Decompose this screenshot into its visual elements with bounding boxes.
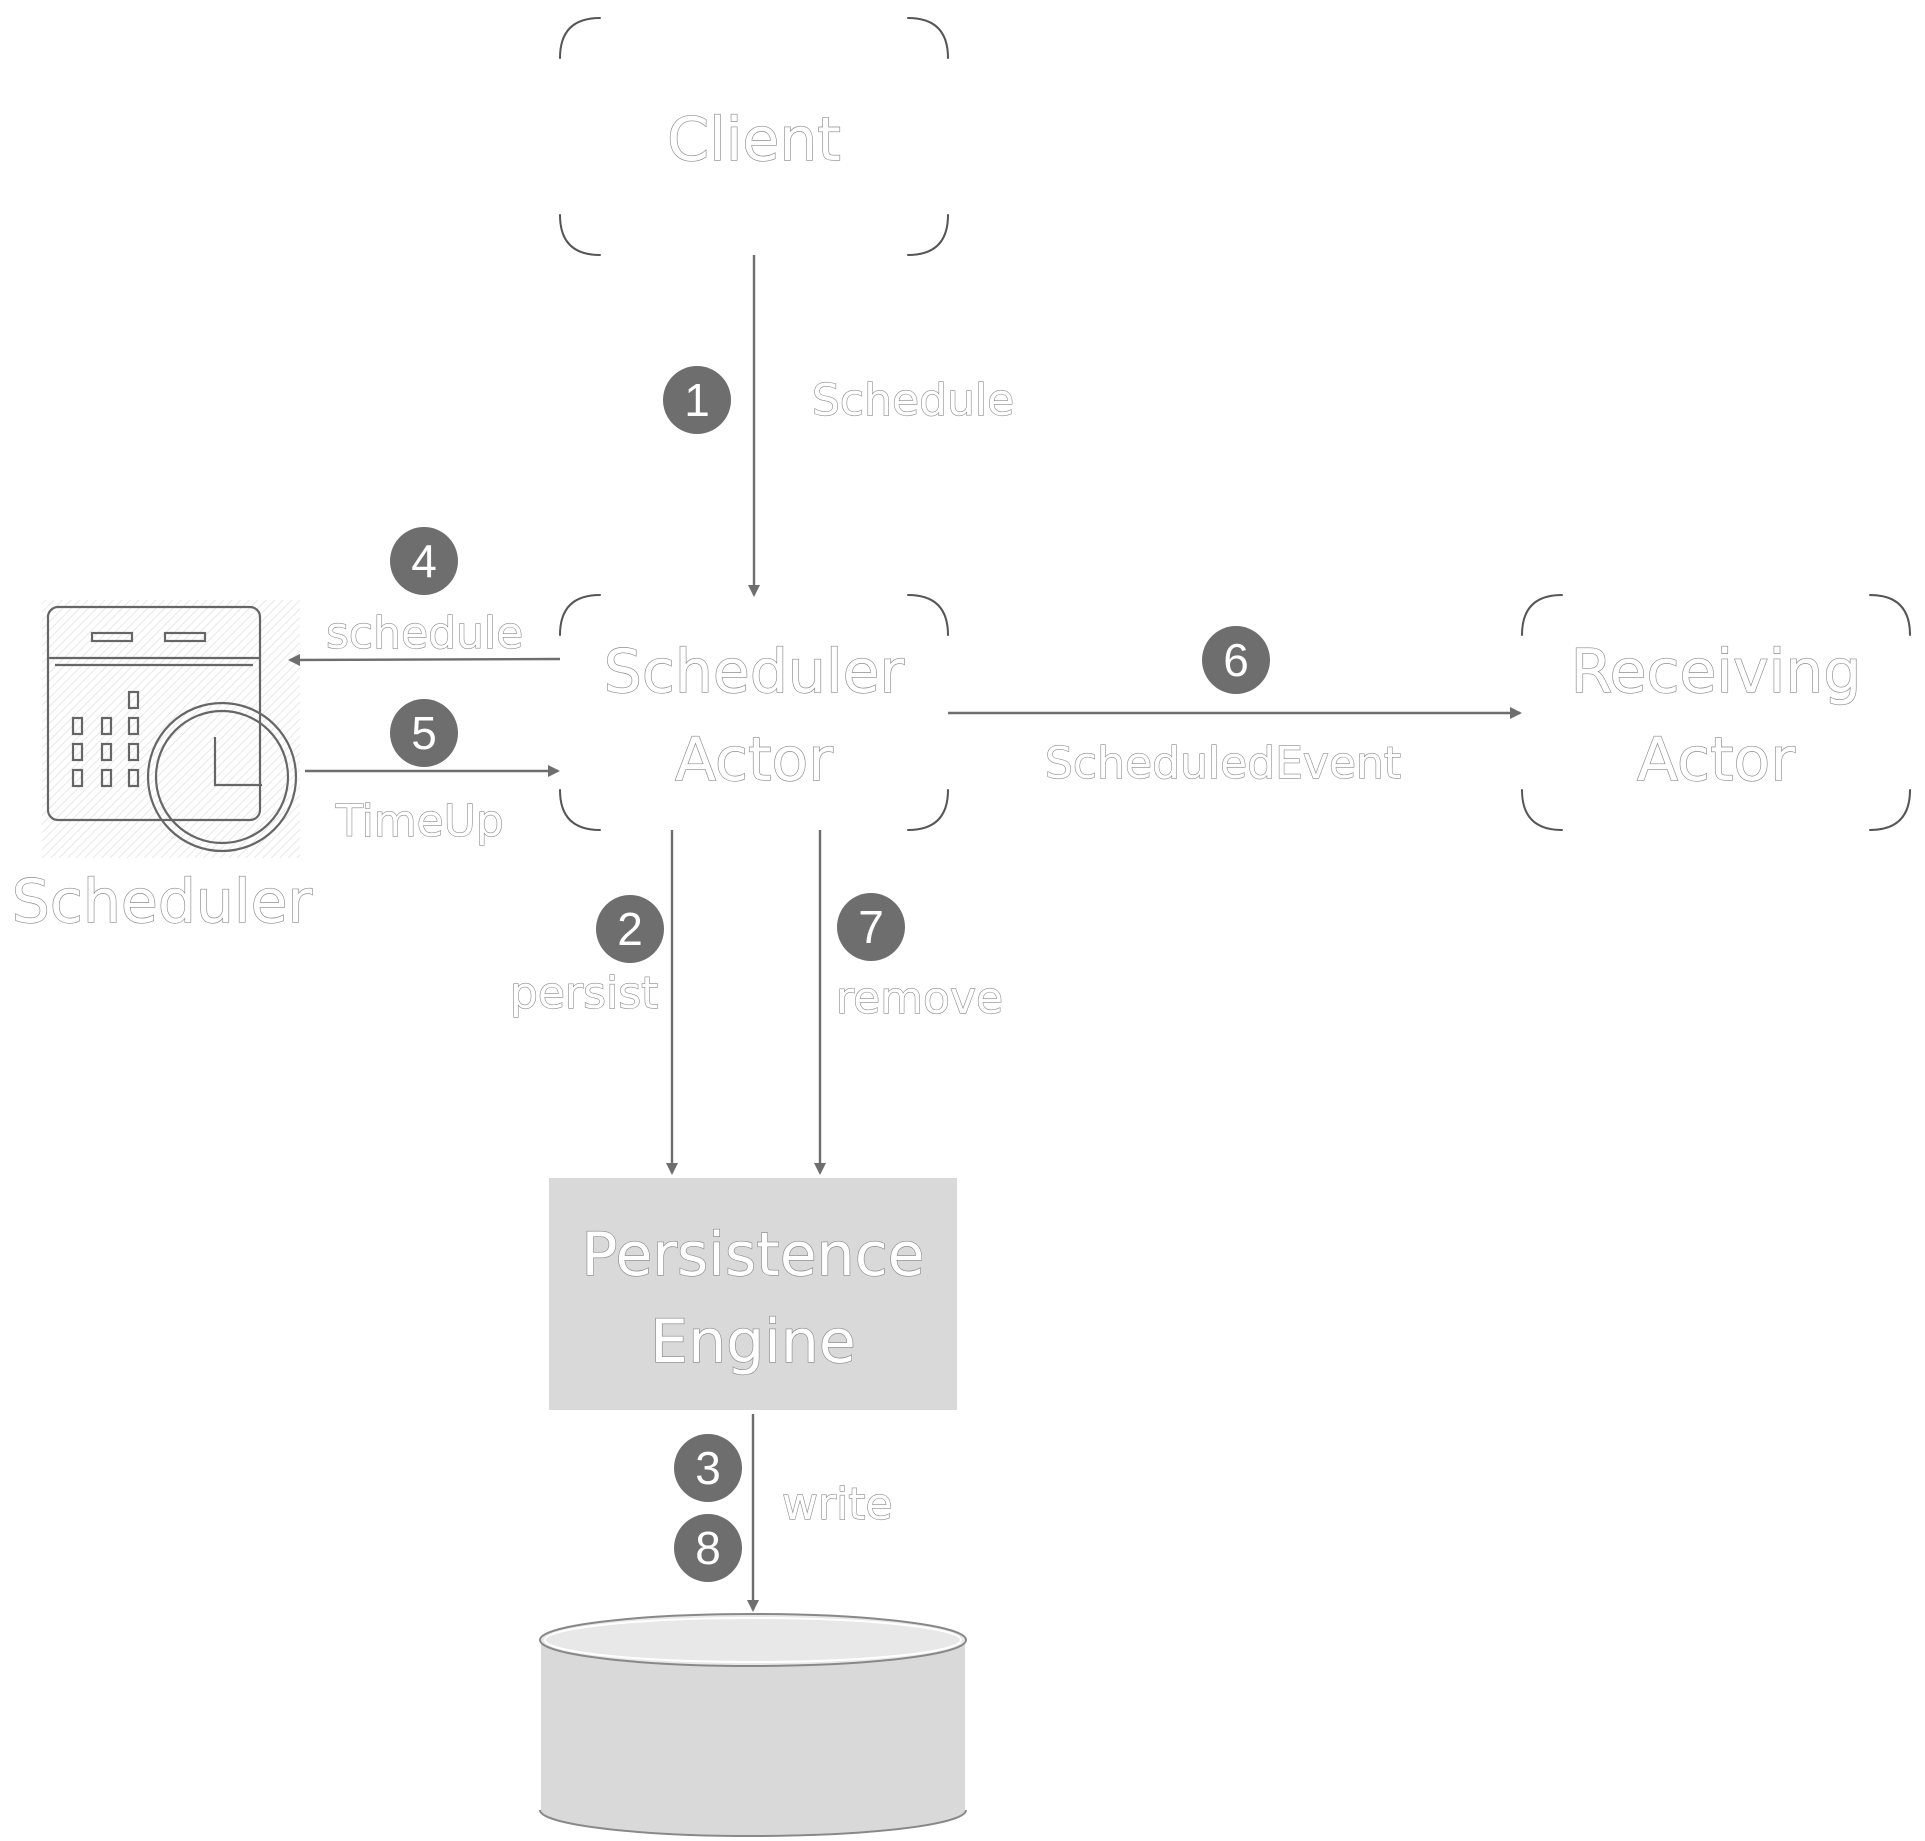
edge-label-write: write <box>782 1479 893 1530</box>
edge-label-remove: remove <box>836 973 1003 1024</box>
client-label: Client <box>667 105 841 175</box>
edge-label-persist: persist <box>510 968 658 1019</box>
edge-label-schedule-lower: schedule <box>326 608 523 659</box>
scheduler-label: Scheduler <box>12 867 313 937</box>
persistence-engine-label-line1: Persistence <box>581 1220 924 1290</box>
receiving-actor-label-line2: Actor <box>1637 725 1795 795</box>
calendar-clock-icon: Scheduler <box>11 600 313 938</box>
edge-label-timeup: TimeUp <box>335 796 504 847</box>
edge-label-scheduled-event: ScheduledEvent <box>1045 738 1401 789</box>
step-badge-6: 6 <box>1202 626 1270 694</box>
persistence-engine-label-line2: Engine <box>650 1307 856 1377</box>
persistence-engine-node: Persistence Engine <box>549 1178 957 1410</box>
svg-text:2: 2 <box>617 903 643 955</box>
step-badge-2: 2 <box>596 895 664 963</box>
database-icon <box>539 1613 967 1837</box>
arrow-scheduler-actor-to-scheduler <box>288 653 561 666</box>
receiving-actor-label-line1: Receiving <box>1571 637 1862 707</box>
svg-text:7: 7 <box>858 901 884 953</box>
svg-text:6: 6 <box>1223 634 1249 686</box>
step-badge-5: 5 <box>390 699 458 767</box>
svg-text:8: 8 <box>695 1522 721 1574</box>
client-node: Client <box>559 17 949 256</box>
svg-text:5: 5 <box>411 707 437 759</box>
step-badge-8: 8 <box>674 1514 742 1582</box>
step-badge-4: 4 <box>390 527 458 595</box>
step-badge-3: 3 <box>674 1434 742 1502</box>
step-badge-1: 1 <box>663 366 731 434</box>
svg-text:1: 1 <box>684 374 710 426</box>
step-badge-7: 7 <box>837 893 905 961</box>
svg-text:4: 4 <box>411 535 437 587</box>
scheduler-actor-label-line2: Actor <box>675 725 833 795</box>
scheduler-actor-label-line1: Scheduler <box>604 637 905 707</box>
scheduler-actor-node: Scheduler Actor <box>559 594 949 831</box>
edge-label-schedule: Schedule <box>812 375 1014 426</box>
svg-text:3: 3 <box>695 1442 721 1494</box>
receiving-actor-node: Receiving Actor <box>1521 594 1911 831</box>
